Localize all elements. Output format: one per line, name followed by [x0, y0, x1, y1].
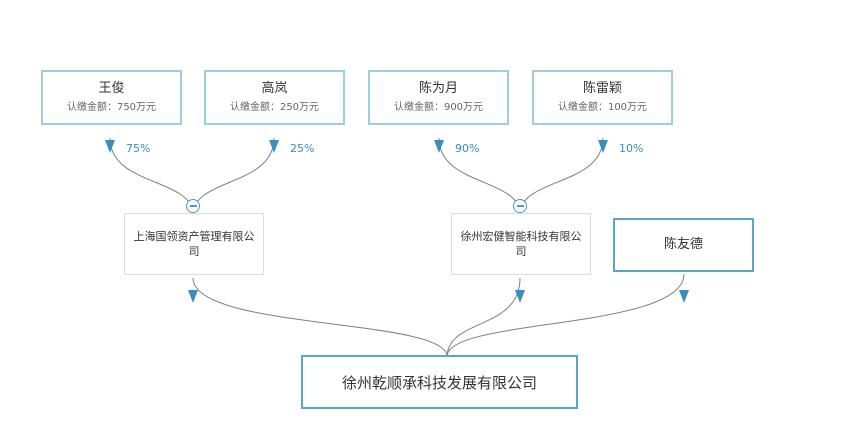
shareholder-amount: 认缴金额：100万元: [557, 102, 648, 113]
target-company-node[interactable]: 徐州乾顺承科技发展有限公司: [301, 355, 578, 409]
collapse-icon[interactable]: [186, 199, 200, 213]
shareholder-amount: 认缴金额：900万元: [393, 102, 484, 113]
collapse-icon[interactable]: [513, 199, 527, 213]
arrow-icon: [598, 140, 608, 153]
shareholder-node-wangjun[interactable]: 王俊 认缴金额：750万元: [41, 70, 182, 125]
shareholder-name: 陈雷颖: [582, 81, 622, 96]
percent-label: 75%: [126, 142, 151, 155]
shareholder-name: 王俊: [98, 81, 125, 96]
target-company-name: 徐州乾顺承科技发展有限公司: [341, 373, 537, 392]
shareholder-name: 高岚: [261, 81, 288, 96]
percent-label: 90%: [455, 142, 480, 155]
arrow-icon: [269, 140, 279, 153]
arrow-icon: [188, 290, 198, 303]
shareholder-amount: 认缴金额：250万元: [229, 102, 320, 113]
company-name: 上海国领资产管理有限公司: [133, 230, 255, 258]
shareholder-node-chenleiying[interactable]: 陈雷颖 认缴金额：100万元: [532, 70, 673, 125]
shareholder-name: 陈为月: [418, 81, 458, 96]
company-node-shanghai-guoling[interactable]: 上海国领资产管理有限公司: [124, 213, 264, 275]
shareholder-node-gaolan[interactable]: 高岚 认缴金额：250万元: [204, 70, 345, 125]
shareholder-amount: 认缴金额：750万元: [66, 102, 157, 113]
percent-label: 10%: [619, 142, 644, 155]
individual-name: 陈友德: [663, 237, 703, 252]
company-name: 徐州宏健智能科技有限公司: [460, 230, 582, 258]
arrow-icon: [434, 140, 444, 153]
shareholder-node-chenweiyue[interactable]: 陈为月 认缴金额：900万元: [368, 70, 509, 125]
arrow-icon: [105, 140, 115, 153]
arrow-icon: [515, 290, 525, 303]
percent-label: 25%: [290, 142, 315, 155]
arrow-icon: [679, 290, 689, 303]
individual-node-chenyoude[interactable]: 陈友德: [613, 218, 754, 272]
company-node-xuzhou-hongjian[interactable]: 徐州宏健智能科技有限公司: [451, 213, 591, 275]
